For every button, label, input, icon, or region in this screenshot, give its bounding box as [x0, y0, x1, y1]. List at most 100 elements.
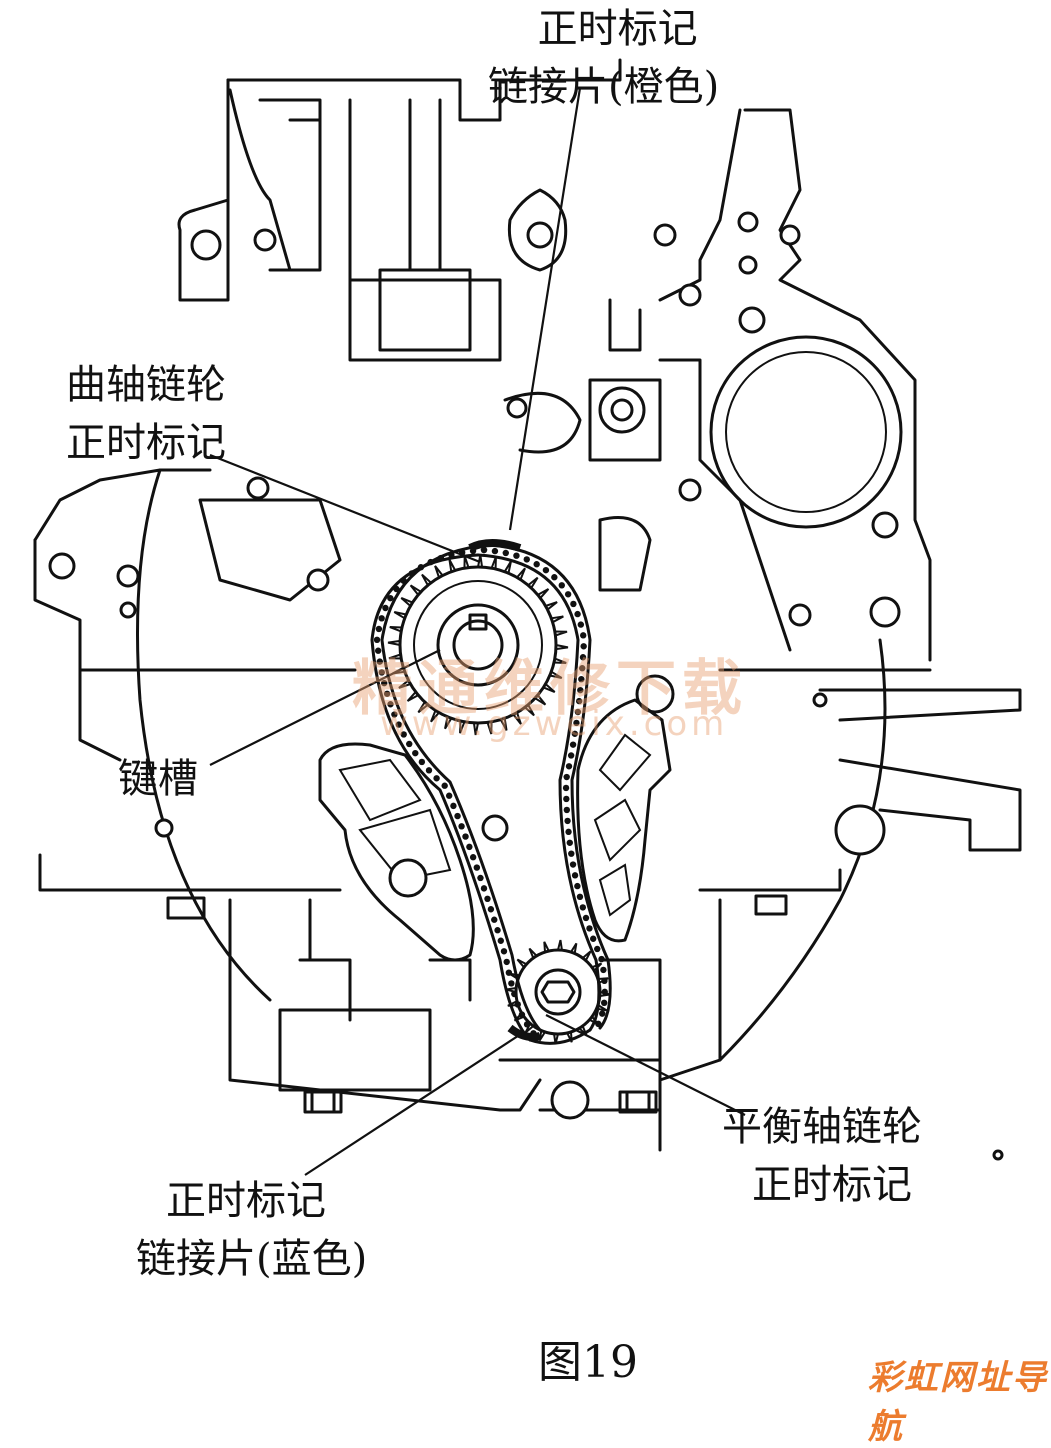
- chain-link: [568, 850, 575, 857]
- sprocket-tooth: [400, 597, 413, 607]
- chain-link: [373, 636, 381, 644]
- chain-link: [601, 988, 608, 996]
- sprocket-tooth: [551, 615, 564, 624]
- chain-link: [599, 1010, 606, 1017]
- chain-link: [574, 610, 581, 618]
- chain-link: [374, 647, 382, 654]
- chain-link: [427, 558, 434, 566]
- sprocket-tooth: [554, 630, 568, 637]
- chain-link: [480, 885, 488, 892]
- blue-link-label-line1: 正时标记: [166, 1178, 326, 1224]
- chain-link: [395, 721, 402, 728]
- chain-link: [502, 549, 509, 557]
- chain-link: [600, 966, 607, 974]
- chain-link: [484, 895, 491, 903]
- chain-link: [523, 1021, 531, 1028]
- chain-link: [571, 872, 579, 879]
- chain-link: [578, 675, 585, 683]
- chain-link: [551, 574, 558, 581]
- bolt-holes: [48, 211, 1004, 1161]
- chain-link: [378, 615, 385, 622]
- sprocket-tooth: [516, 958, 527, 968]
- sprocket-tooth: [406, 691, 419, 702]
- chain-link: [523, 556, 530, 563]
- chain-link: [569, 741, 577, 748]
- balance-shaft-label: 平衡轴链轮 正时标记: [722, 1098, 922, 1214]
- chain-link: [491, 916, 498, 923]
- chain-link: [376, 658, 383, 665]
- sprocket-tooth: [545, 601, 558, 611]
- blue-link-label: 正时标记 链接片(蓝色): [136, 1172, 367, 1288]
- sprocket-tooth: [387, 639, 401, 646]
- chain-link: [513, 552, 520, 559]
- blue-link-label-line2: 链接片(蓝色): [136, 1236, 368, 1282]
- chain-link: [487, 906, 495, 913]
- sprocket-tooth: [528, 947, 538, 959]
- chain-link: [406, 740, 413, 748]
- chain-link: [582, 914, 590, 922]
- chain-link: [497, 937, 504, 944]
- chain-link: [562, 784, 570, 792]
- chain-link: [563, 773, 570, 781]
- chain-link: [383, 690, 391, 697]
- figure-caption: 图19: [538, 1337, 638, 1388]
- timing-chain: [370, 543, 612, 1045]
- corner-logo: 彩虹网址导航: [868, 1358, 1048, 1447]
- chain-link: [579, 904, 587, 911]
- sprocket-tooth: [553, 657, 567, 664]
- chain-link: [577, 686, 584, 694]
- chain-link: [417, 564, 425, 571]
- chain-link: [580, 643, 587, 650]
- left-chain-guide: [318, 742, 475, 962]
- sprocket-tooth: [417, 701, 429, 714]
- chain-link: [601, 977, 608, 985]
- sprocket-tooth: [389, 626, 403, 633]
- chain-link: [418, 758, 426, 766]
- chain-link: [569, 861, 577, 868]
- chain-link: [375, 625, 383, 633]
- chain-link: [590, 935, 597, 942]
- crankshaft-sprocket: [387, 554, 569, 736]
- chain-link: [542, 566, 550, 574]
- sprocket-tooth: [566, 1031, 573, 1043]
- chain-link: [448, 551, 455, 559]
- chain-link: [566, 839, 573, 846]
- chain-link: [576, 893, 584, 901]
- balance-shaft-label-line1: 平衡轴链轮: [722, 1104, 922, 1150]
- large-port: [709, 335, 903, 529]
- orange-link-label-line1: 正时标记: [537, 6, 698, 52]
- chain-link: [494, 927, 501, 934]
- balance-shaft-label-line2: 正时标记: [752, 1162, 912, 1208]
- chain-link: [564, 817, 571, 825]
- chain-link: [600, 999, 608, 1007]
- chain-link: [462, 833, 469, 840]
- chain-link: [577, 621, 585, 628]
- chain-link: [563, 806, 571, 814]
- sprocket-tooth: [537, 588, 550, 599]
- chain-link: [473, 864, 481, 871]
- sprocket-tooth: [388, 653, 402, 660]
- chain-link: [412, 749, 419, 757]
- chain-link: [508, 980, 515, 987]
- chain-link: [480, 546, 488, 554]
- chain-link: [580, 632, 587, 639]
- chain-link: [533, 561, 540, 568]
- sprocket-tooth: [582, 950, 592, 961]
- chain-link: [503, 958, 510, 966]
- engine-block-outline: [33, 58, 1022, 1152]
- sprocket-tooth: [516, 567, 526, 580]
- chain-link: [445, 792, 453, 799]
- chain-link: [450, 802, 457, 810]
- sprocket-tooth: [543, 683, 556, 693]
- sprocket-tooth: [444, 716, 453, 730]
- chain-link: [511, 990, 518, 998]
- chain-link: [458, 823, 465, 830]
- chain-link: [571, 730, 579, 737]
- chain-link: [391, 711, 398, 718]
- chain-link: [400, 731, 407, 738]
- chain-link: [598, 955, 605, 963]
- chain-link: [441, 782, 448, 789]
- chain-link: [454, 812, 461, 820]
- chain-link: [564, 591, 572, 598]
- chain-link: [505, 969, 513, 976]
